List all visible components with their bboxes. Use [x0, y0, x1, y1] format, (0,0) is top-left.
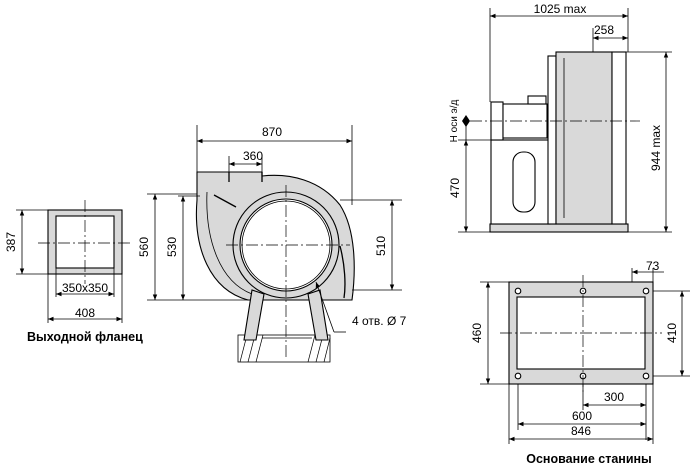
flange-caption: Выходной фланец	[27, 330, 143, 344]
front-view	[147, 125, 402, 363]
support-leg-right	[307, 289, 329, 341]
side-dim-470: 470	[448, 178, 462, 198]
casing-side	[611, 51, 627, 225]
base-stand	[237, 334, 331, 363]
mount-hole	[514, 372, 522, 380]
front-dim-560: 560	[137, 237, 151, 257]
base-dim-300: 300	[604, 390, 624, 404]
motor-terminal-box	[527, 95, 547, 105]
casing-flange	[547, 55, 557, 225]
base-dim-600: 600	[572, 409, 592, 423]
side-view	[458, 8, 672, 233]
front-holes-note: 4 отв. Ø 7	[352, 314, 407, 328]
holes-leader	[315, 281, 335, 333]
mount-hole	[642, 372, 650, 380]
flange-dim-width: 408	[75, 306, 95, 320]
flange-dim-inner: 350x350	[62, 281, 108, 295]
side-dim-258: 258	[594, 23, 614, 37]
front-dim-870: 870	[262, 125, 282, 139]
front-dim-510: 510	[374, 236, 388, 256]
front-dim-530: 530	[165, 237, 179, 257]
side-dim-shaft-label: H оси э/д	[449, 100, 460, 143]
base-frame-view	[480, 268, 690, 444]
side-dim-1025: 1025 max	[534, 2, 587, 16]
pedestal-window	[512, 151, 536, 213]
outlet-flange-view	[16, 200, 132, 323]
fan-casing	[555, 51, 613, 225]
side-frame-base	[489, 223, 629, 233]
mount-hole	[642, 287, 650, 295]
base-dim-410: 410	[665, 323, 679, 343]
shaft-height-marker	[462, 115, 470, 127]
base-dim-460: 460	[470, 323, 484, 343]
support-leg-left	[243, 289, 265, 341]
mount-hole	[514, 287, 522, 295]
side-dim-944: 944 max	[649, 125, 663, 171]
front-dim-360: 360	[243, 149, 263, 163]
base-dim-846: 846	[571, 424, 591, 438]
base-dim-73: 73	[646, 259, 660, 273]
base-caption: Основание станины	[526, 452, 651, 466]
flange-dim-height: 387	[4, 232, 18, 252]
